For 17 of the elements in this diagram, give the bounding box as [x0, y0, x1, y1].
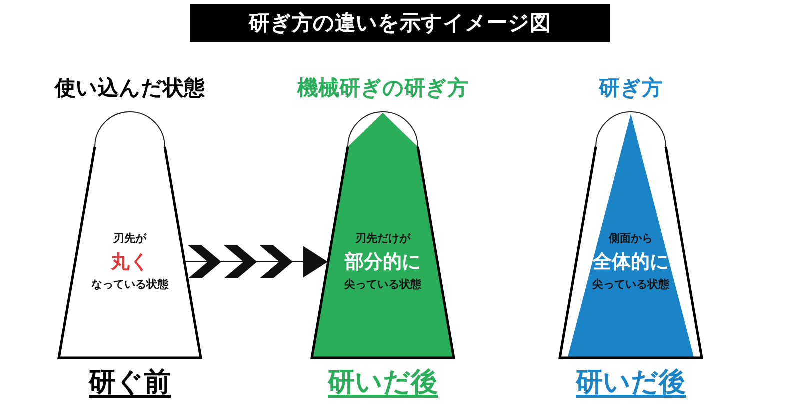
- blade-note: 尖っている状態: [344, 277, 422, 293]
- emphasis-text: 全体的に: [593, 250, 669, 275]
- heading: 使い込んだ状態: [54, 75, 206, 102]
- stage-label: 研ぐ前: [89, 367, 171, 398]
- blade-note: 尖っている状態: [592, 277, 670, 293]
- blade-note: 側面から: [609, 231, 653, 247]
- blade-note: 刃先が: [114, 231, 146, 247]
- stage-label: 研いだ後: [328, 367, 438, 398]
- blade-note: 刃先だけが: [356, 231, 410, 247]
- emphasis-text: 部分的に: [345, 250, 421, 275]
- stage-label: 研いだ後: [576, 367, 686, 398]
- title-banner: 研ぎ方の違いを示すイメージ図: [190, 4, 610, 42]
- emphasis-text: 丸く: [111, 250, 149, 275]
- chevron-arrow: [184, 246, 328, 278]
- blade-note: なっている状態: [92, 277, 168, 293]
- heading: 機械研ぎの研ぎ方: [296, 75, 470, 102]
- heading: 研ぎ方: [598, 75, 664, 102]
